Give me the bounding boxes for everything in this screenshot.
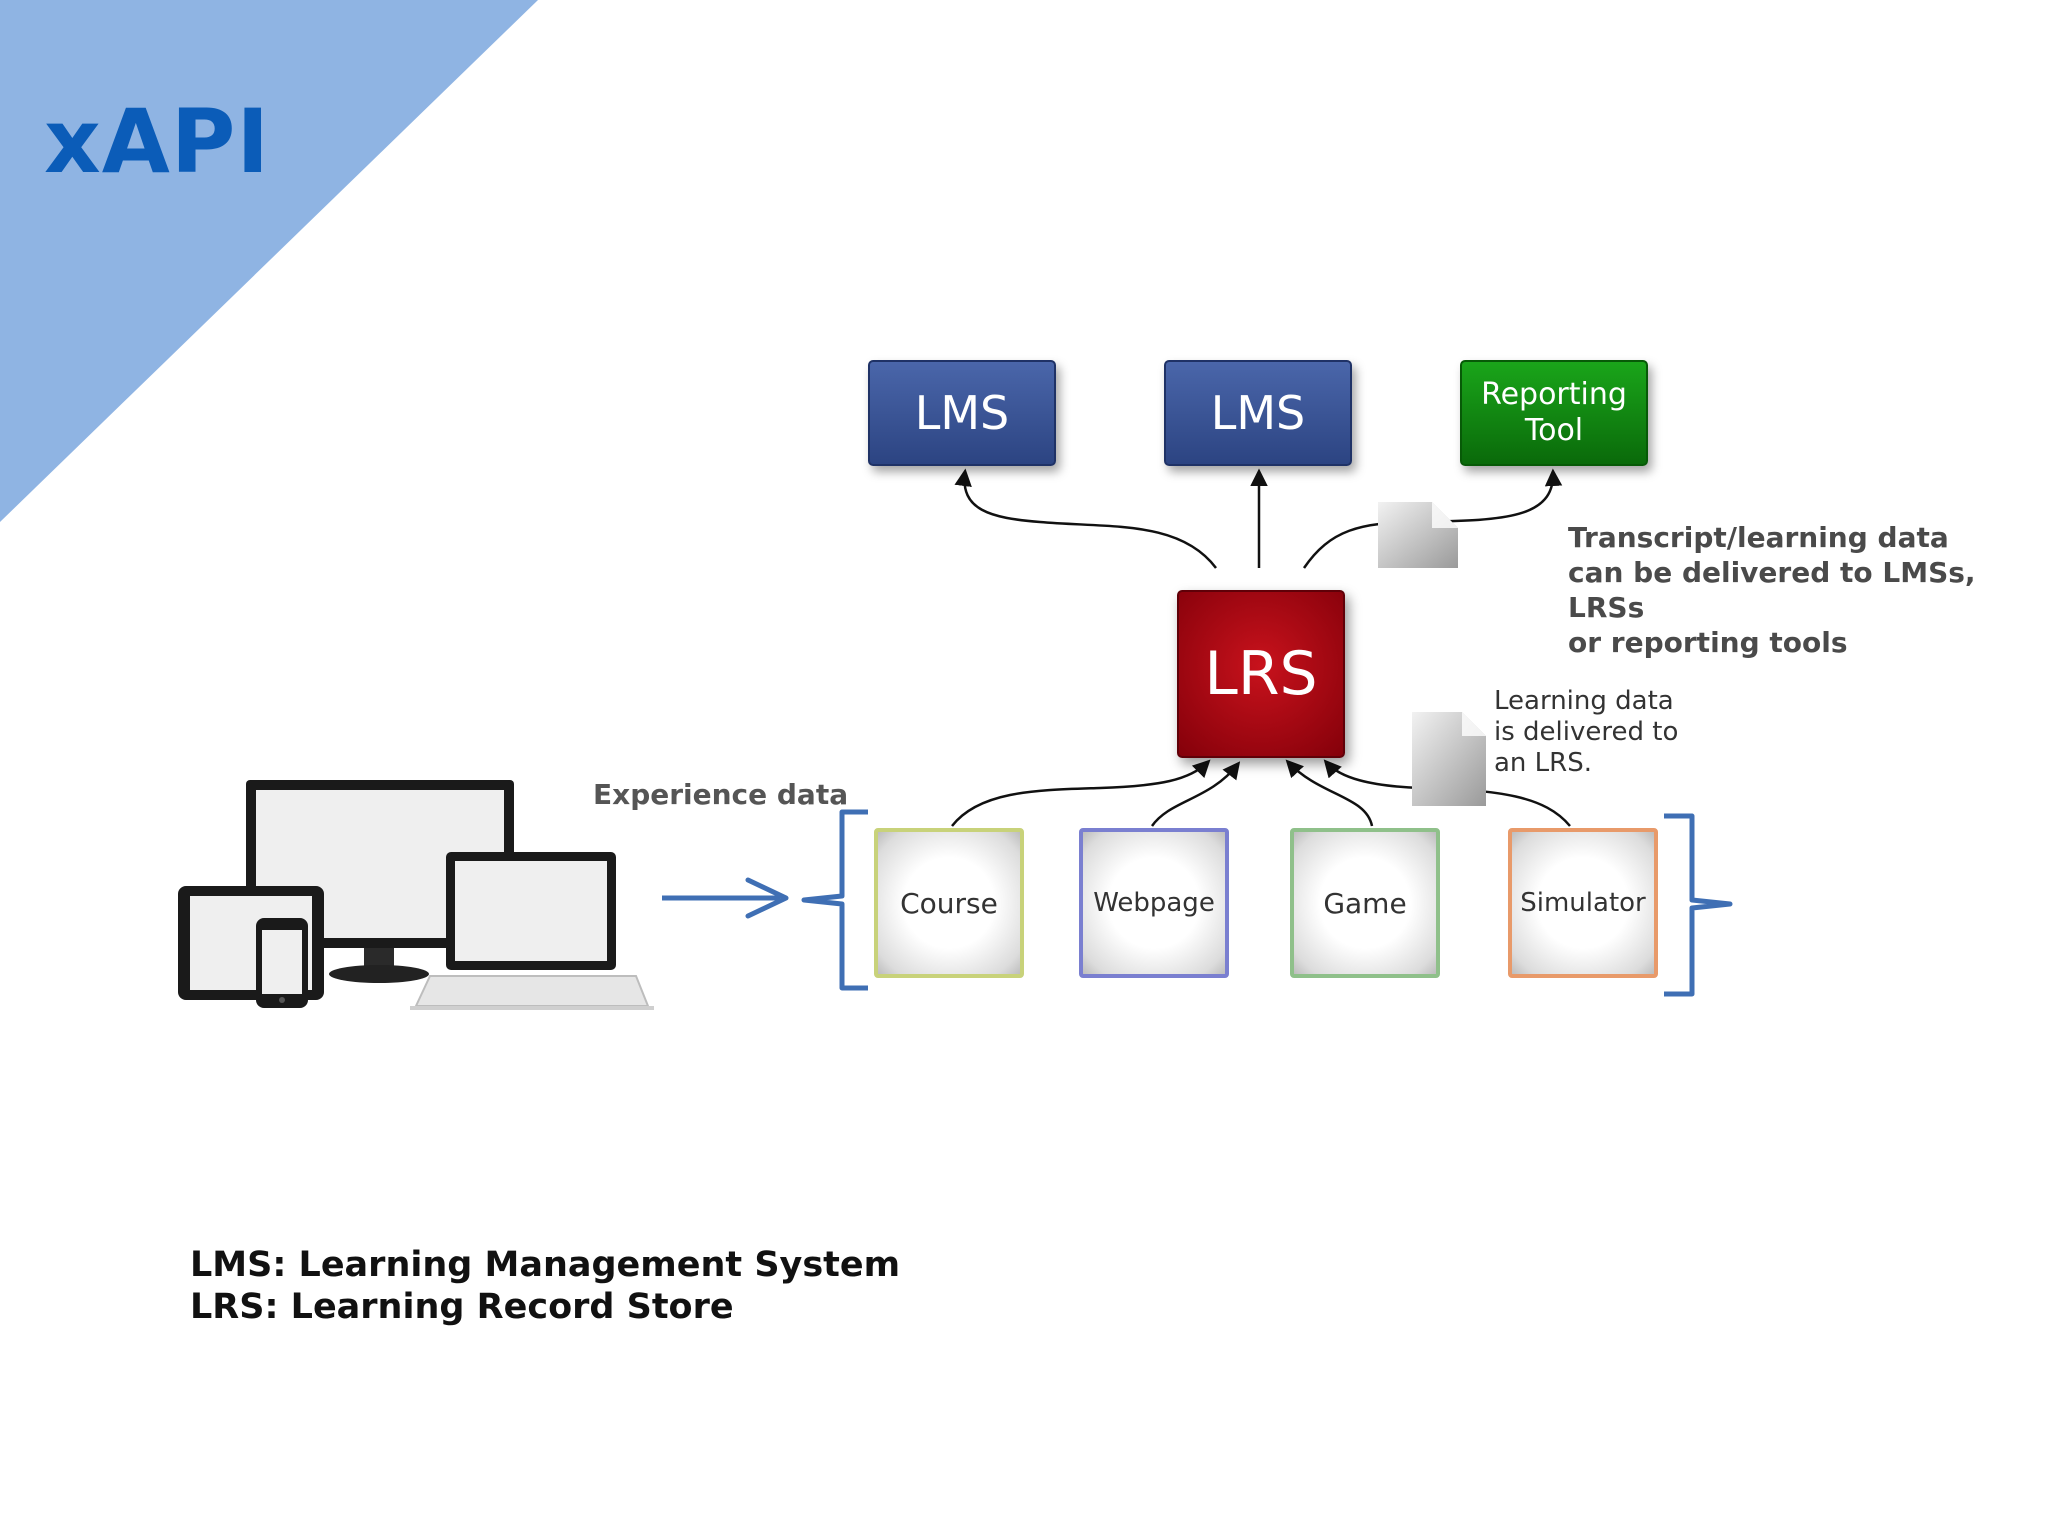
legend: LMS: Learning Management System LRS: Lea… [190, 1245, 901, 1327]
lms-box-2: LMS [1164, 360, 1352, 466]
lms-box-1: LMS [868, 360, 1056, 466]
experience-data-label: Experience data [593, 778, 849, 811]
bracket-icon [1664, 813, 1733, 997]
source-course: Course [874, 828, 1024, 978]
game-to-lrs-arrow [1285, 759, 1374, 827]
webpage-to-lrs-arrow [1150, 761, 1241, 827]
bracket-icon [801, 809, 868, 991]
devices-icon [178, 780, 654, 1010]
document-icon [1412, 712, 1486, 806]
learning-note: Learning data is delivered to an LRS. [1494, 686, 1679, 778]
reporting-tool-box: Reporting Tool [1460, 360, 1648, 466]
lrs-box: LRS [1177, 590, 1345, 758]
transcript-note: Transcript/learning data can be delivere… [1568, 521, 1976, 659]
source-simulator: Simulator [1508, 828, 1658, 978]
page-title: xAPI [44, 90, 271, 193]
arrow-right-icon [662, 877, 789, 919]
document-icon [1378, 502, 1458, 568]
source-webpage: Webpage [1079, 828, 1229, 978]
source-game: Game [1290, 828, 1440, 978]
course-to-lrs-arrow [951, 759, 1211, 827]
lrs-to-lms-1-arrow [954, 468, 1217, 569]
